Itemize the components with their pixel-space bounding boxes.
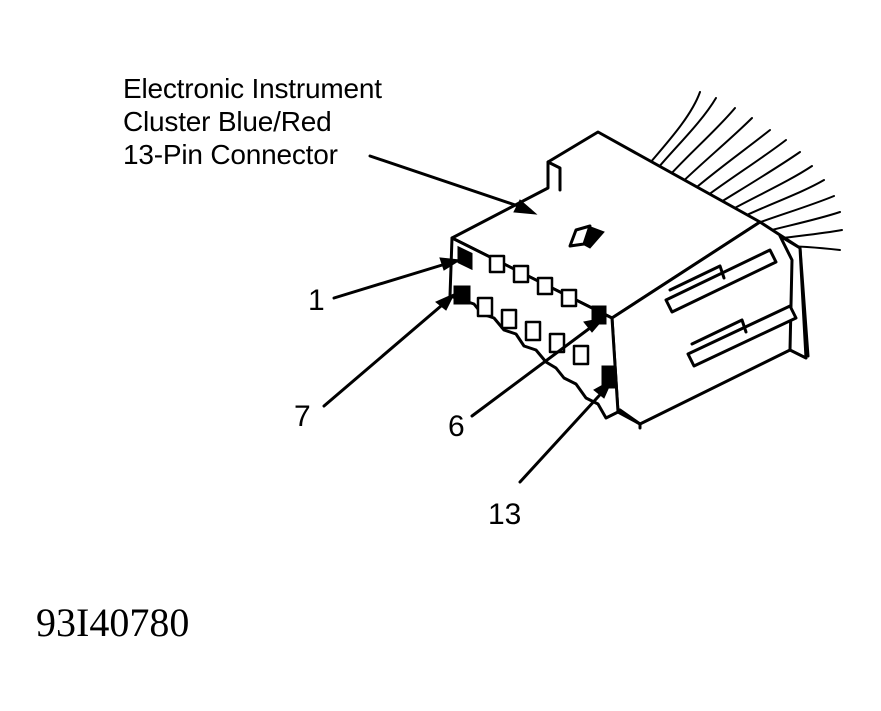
pin-label-6: 6 — [448, 410, 465, 443]
pin-label-7: 7 — [294, 400, 311, 433]
leader-lines — [322, 154, 614, 484]
title-line-3: 13-Pin Connector — [123, 139, 338, 170]
pin-13-leader — [518, 384, 610, 484]
title-line-1: Electronic Instrument — [123, 73, 382, 104]
title-leader — [368, 154, 532, 212]
pin-6-leader — [470, 320, 600, 418]
pin-label-1: 1 — [308, 284, 325, 317]
bottom-row-cavities — [453, 285, 617, 389]
connector-housing — [448, 130, 810, 430]
title-line-2: Cluster Blue/Red — [123, 106, 331, 137]
pin-1-leader — [332, 260, 454, 300]
figure-id: 93I40780 — [36, 600, 189, 645]
top-row-cavities — [457, 245, 607, 325]
pin-label-13: 13 — [488, 498, 521, 531]
pin-7-leader — [322, 298, 450, 408]
